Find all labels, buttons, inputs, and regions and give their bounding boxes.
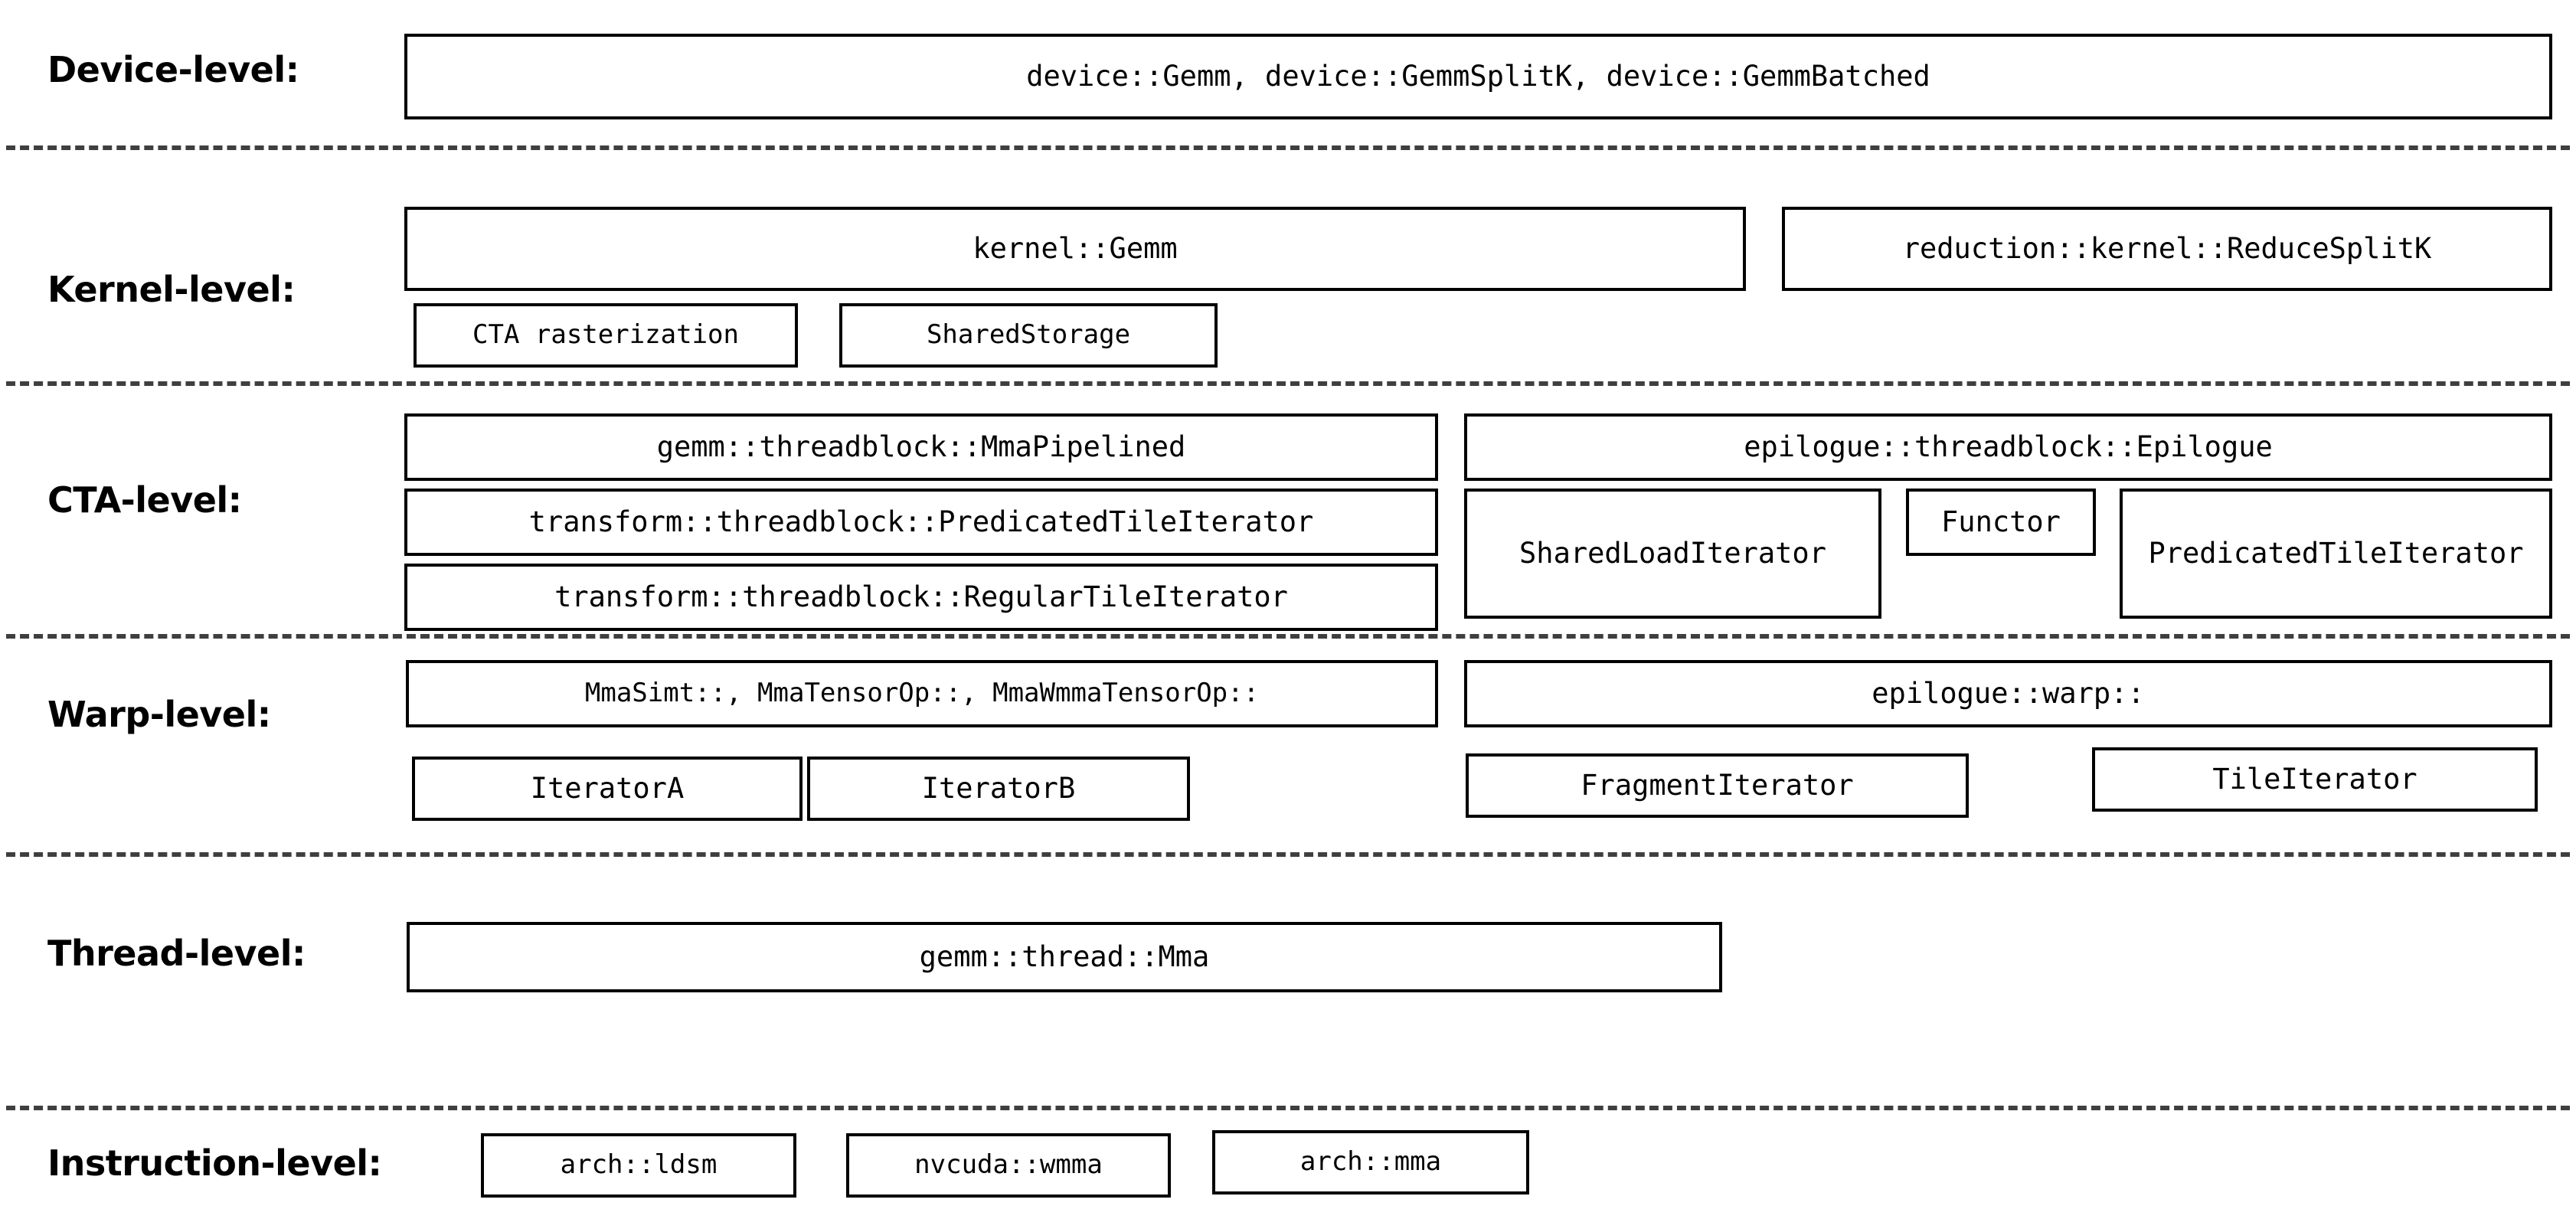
node-functor[interactable]: Functor <box>1906 489 2096 556</box>
node-tile-iterator[interactable]: TileIterator <box>2092 747 2538 812</box>
separator-kernel-cta <box>6 381 2570 386</box>
node-transform-threadblock-predicatedtileiterator[interactable]: transform::threadblock::PredicatedTileIt… <box>404 489 1438 556</box>
node-device-gemm[interactable]: device::Gemm, device::GemmSplitK, device… <box>404 34 2552 119</box>
node-reduction-kernel-reducesplitk-label: reduction::kernel::ReduceSplitK <box>1902 231 2432 265</box>
node-arch-mma-label: arch::mma <box>1299 1146 1442 1178</box>
node-shared-load-iterator[interactable]: SharedLoadIterator <box>1464 489 1881 619</box>
node-arch-mma[interactable]: arch::mma <box>1212 1130 1529 1194</box>
node-cta-rasterization[interactable]: CTA rasterization <box>414 303 798 368</box>
level-label-thread: Thread-level: <box>47 933 306 974</box>
node-cta-rasterization-label: CTA rasterization <box>472 319 739 351</box>
node-kernel-gemm[interactable]: kernel::Gemm <box>404 207 1746 291</box>
node-epilogue-threadblock-epilogue[interactable]: epilogue::threadblock::Epilogue <box>1464 413 2552 481</box>
node-gemm-threadblock-mmapipelined-label: gemm::threadblock::MmaPipelined <box>656 430 1186 463</box>
node-reduction-kernel-reducesplitk[interactable]: reduction::kernel::ReduceSplitK <box>1782 207 2552 291</box>
level-label-warp: Warp-level: <box>47 694 271 735</box>
node-arch-ldsm[interactable]: arch::ldsm <box>481 1133 796 1198</box>
node-kernel-gemm-label: kernel::Gemm <box>973 231 1178 265</box>
node-iterator-b-label: IteratorB <box>921 771 1076 805</box>
node-shared-storage-label: SharedStorage <box>926 319 1131 351</box>
level-label-instruction: Instruction-level: <box>47 1142 382 1184</box>
node-nvcuda-wmma[interactable]: nvcuda::wmma <box>846 1133 1171 1198</box>
node-tile-iterator-label: TileIterator <box>2212 762 2417 796</box>
node-warp-mma-ops[interactable]: MmaSimt::, MmaTensorOp::, MmaWmmaTensorO… <box>406 660 1438 727</box>
separator-warp-thread <box>6 852 2570 857</box>
node-iterator-b[interactable]: IteratorB <box>807 757 1190 821</box>
node-transform-threadblock-regulartileiterator-label: transform::threadblock::RegularTileItera… <box>554 580 1288 613</box>
node-shared-load-iterator-label: SharedLoadIterator <box>1519 536 1826 570</box>
node-epilogue-threadblock-epilogue-label: epilogue::threadblock::Epilogue <box>1744 430 2273 463</box>
node-iterator-a[interactable]: IteratorA <box>412 757 803 821</box>
node-shared-storage[interactable]: SharedStorage <box>839 303 1218 368</box>
separator-cta-warp <box>6 634 2570 639</box>
node-fragment-iterator[interactable]: FragmentIterator <box>1466 753 1969 818</box>
node-gemm-thread-mma[interactable]: gemm::thread::Mma <box>407 922 1722 992</box>
node-epilogue-predicatedtileiterator[interactable]: PredicatedTileIterator <box>2120 489 2552 619</box>
node-warp-mma-ops-label: MmaSimt::, MmaTensorOp::, MmaWmmaTensorO… <box>584 678 1260 709</box>
node-epilogue-predicatedtileiterator-label: PredicatedTileIterator <box>2148 536 2524 570</box>
node-device-gemm-label: device::Gemm, device::GemmSplitK, device… <box>1026 59 1930 93</box>
node-functor-label: Functor <box>1941 505 2061 538</box>
node-transform-threadblock-predicatedtileiterator-label: transform::threadblock::PredicatedTileIt… <box>528 505 1314 538</box>
node-epilogue-warp[interactable]: epilogue::warp:: <box>1464 660 2552 727</box>
node-epilogue-warp-label: epilogue::warp:: <box>1872 676 2145 710</box>
node-iterator-a-label: IteratorA <box>530 771 685 805</box>
level-label-cta: CTA-level: <box>47 479 242 521</box>
node-gemm-threadblock-mmapipelined[interactable]: gemm::threadblock::MmaPipelined <box>404 413 1438 481</box>
node-transform-threadblock-regulartileiterator[interactable]: transform::threadblock::RegularTileItera… <box>404 564 1438 631</box>
level-label-kernel: Kernel-level: <box>47 269 296 310</box>
separator-thread-instruction <box>6 1106 2570 1110</box>
separator-device-kernel <box>6 145 2570 150</box>
node-arch-ldsm-label: arch::ldsm <box>560 1149 718 1181</box>
node-nvcuda-wmma-label: nvcuda::wmma <box>914 1149 1103 1181</box>
node-gemm-thread-mma-label: gemm::thread::Mma <box>919 940 1210 973</box>
level-label-device: Device-level: <box>47 49 299 90</box>
node-fragment-iterator-label: FragmentIterator <box>1581 768 1854 802</box>
